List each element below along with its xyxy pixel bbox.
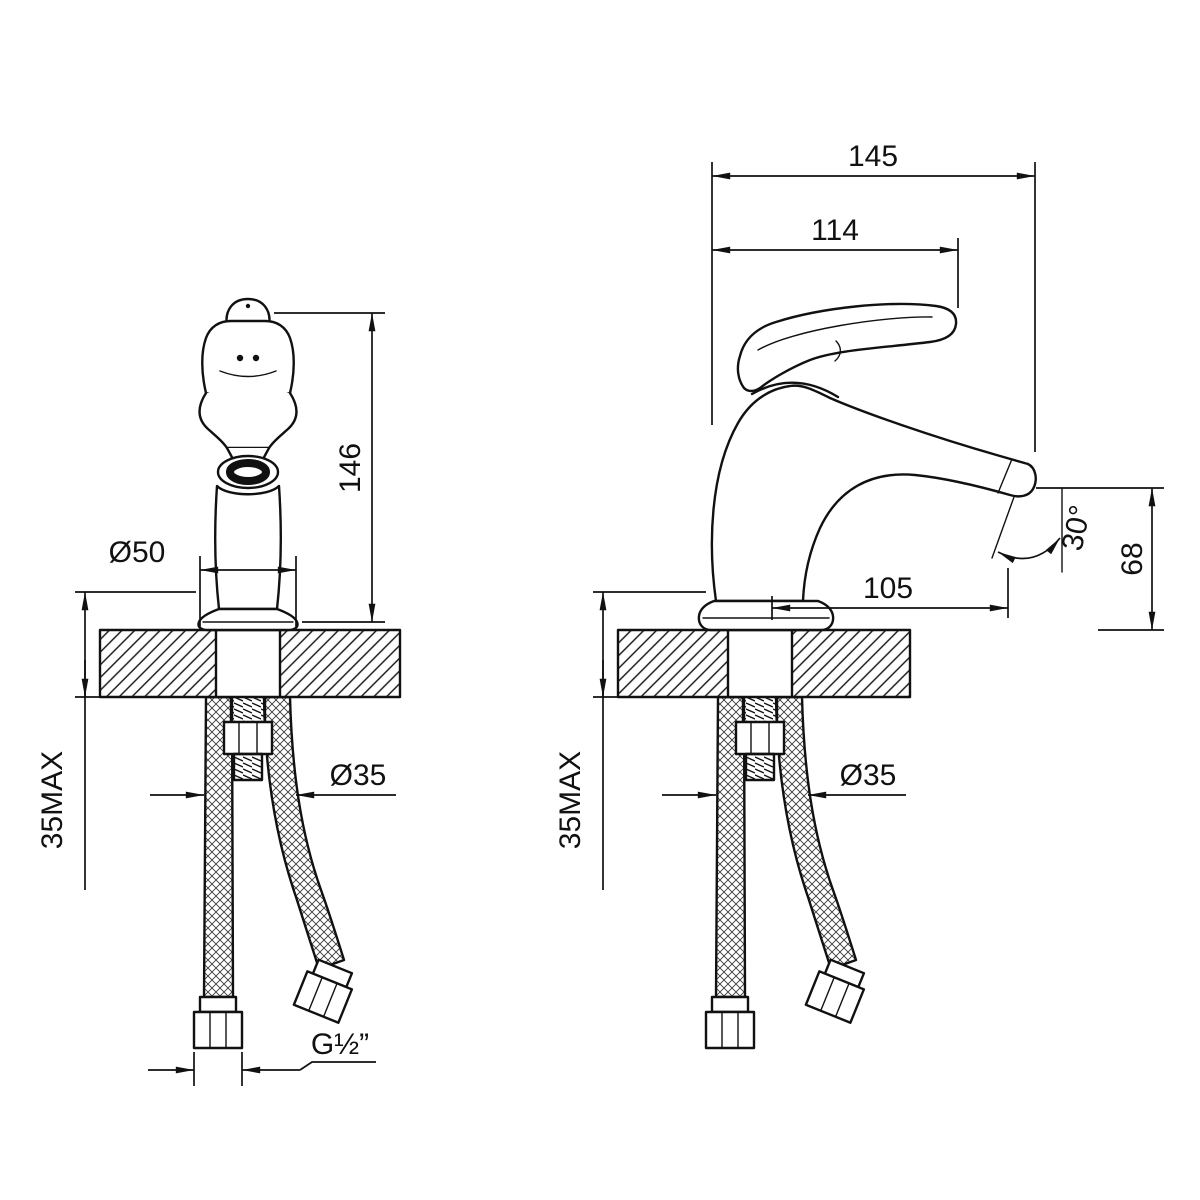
handle-cap-dot — [245, 303, 251, 309]
lever-detail-line — [757, 316, 933, 351]
dimension-hole-diameter-side: Ø35 — [662, 759, 906, 799]
lever-notch-line — [834, 340, 842, 362]
faucet-head — [201, 319, 295, 400]
dimension-hole-diameter-front: Ø35 — [150, 759, 396, 799]
dimension-mount-thickness-side: 35MAX — [554, 591, 706, 890]
dimension-spout-reach-105: 105 — [771, 568, 1009, 620]
dimension-label: 105 — [863, 572, 913, 605]
handle-lever — [736, 302, 958, 393]
front-view: 146 Ø50 35MAX Ø35 — [36, 297, 402, 1086]
dimension-spout-height-68: 68 — [1036, 487, 1164, 631]
countertop-hatch — [101, 631, 215, 696]
countertop-front — [98, 628, 402, 699]
base-plate — [697, 599, 835, 632]
dimension-label: 35MAX — [36, 751, 69, 849]
dimension-label: 146 — [334, 443, 367, 493]
faucet-body-and-spout — [710, 384, 1037, 603]
dimension-label: 114 — [811, 214, 859, 247]
dimension-thread-g12: G½” — [148, 1028, 376, 1086]
dimension-label: Ø50 — [109, 536, 166, 569]
outlet-axis-line — [991, 496, 1015, 559]
dimension-label: 145 — [848, 140, 898, 173]
dimension-spout-angle-30: 30° — [991, 487, 1098, 573]
dimension-label: 68 — [1116, 542, 1149, 575]
side-view: 145 114 105 30° 68 — [554, 140, 1164, 1050]
dimension-label: Ø35 — [840, 759, 897, 792]
base-flange — [197, 607, 299, 632]
screw-dot — [252, 354, 260, 362]
dimension-label: Ø35 — [330, 759, 387, 792]
dimension-label: G½” — [311, 1028, 369, 1061]
aerator-joint-line — [997, 458, 1013, 494]
head-seam-line — [219, 370, 277, 378]
dimension-overall-depth-145: 145 — [711, 140, 1036, 452]
dimension-body-depth-114: 114 — [712, 214, 959, 308]
spout-outlet-ring — [226, 459, 270, 485]
dimension-mount-thickness-front: 35MAX — [36, 591, 196, 890]
faucet-front-view — [197, 297, 299, 632]
screw-dot — [236, 354, 244, 362]
dimension-height-146: 146 — [274, 312, 385, 623]
countertop-hatch — [792, 631, 909, 696]
countertop-hatch — [619, 631, 727, 696]
angle-arc — [997, 537, 1061, 564]
leader-line — [299, 1061, 376, 1071]
dimension-base-diameter-50: Ø50 — [109, 536, 297, 627]
faucet-column — [214, 484, 282, 611]
countertop-side — [616, 628, 912, 699]
handle-dome-line — [750, 381, 840, 399]
countertop-hatch — [280, 631, 399, 696]
faucet-skirt — [198, 391, 298, 450]
dimension-label: 35MAX — [554, 751, 587, 849]
